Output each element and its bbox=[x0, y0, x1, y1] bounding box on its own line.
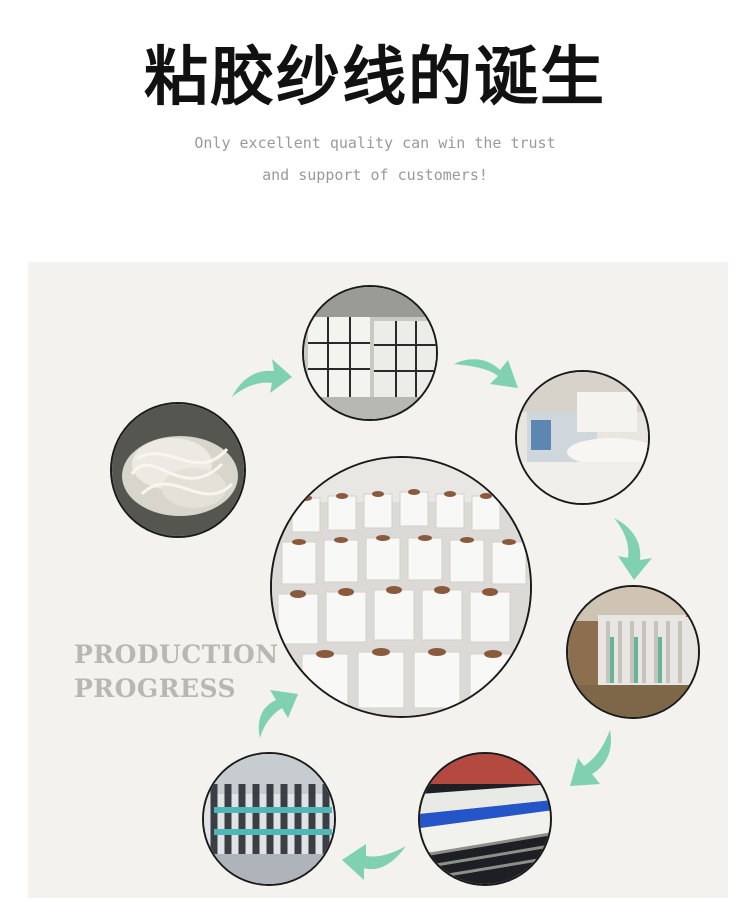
flow-arrow-icon bbox=[454, 359, 518, 388]
subtitle-line-2: and support of customers! bbox=[262, 166, 488, 184]
winding-machine-image bbox=[202, 752, 336, 886]
fiber-bales-image bbox=[302, 285, 438, 421]
label-line-1: PRODUCTION bbox=[74, 640, 279, 669]
production-progress-label: PRODUCTION PROGRESS bbox=[74, 638, 279, 706]
flow-arrow-icon bbox=[614, 518, 652, 580]
subtitle-line-1: Only excellent quality can win the trust bbox=[194, 134, 556, 152]
yarn-cones-image bbox=[270, 456, 532, 718]
flow-arrow-icon bbox=[570, 730, 612, 786]
drawing-frame-image bbox=[566, 585, 700, 719]
spinning-frame-image bbox=[418, 752, 552, 886]
label-line-2: PROGRESS bbox=[74, 674, 237, 703]
flow-arrow-icon bbox=[342, 844, 406, 880]
flow-arrow-icon bbox=[258, 690, 298, 738]
page-title: 粘胶纱线的诞生 bbox=[144, 41, 606, 115]
carding-machine-image bbox=[515, 370, 650, 505]
raw-fiber-image bbox=[110, 402, 246, 538]
flow-arrow-icon bbox=[232, 359, 292, 397]
